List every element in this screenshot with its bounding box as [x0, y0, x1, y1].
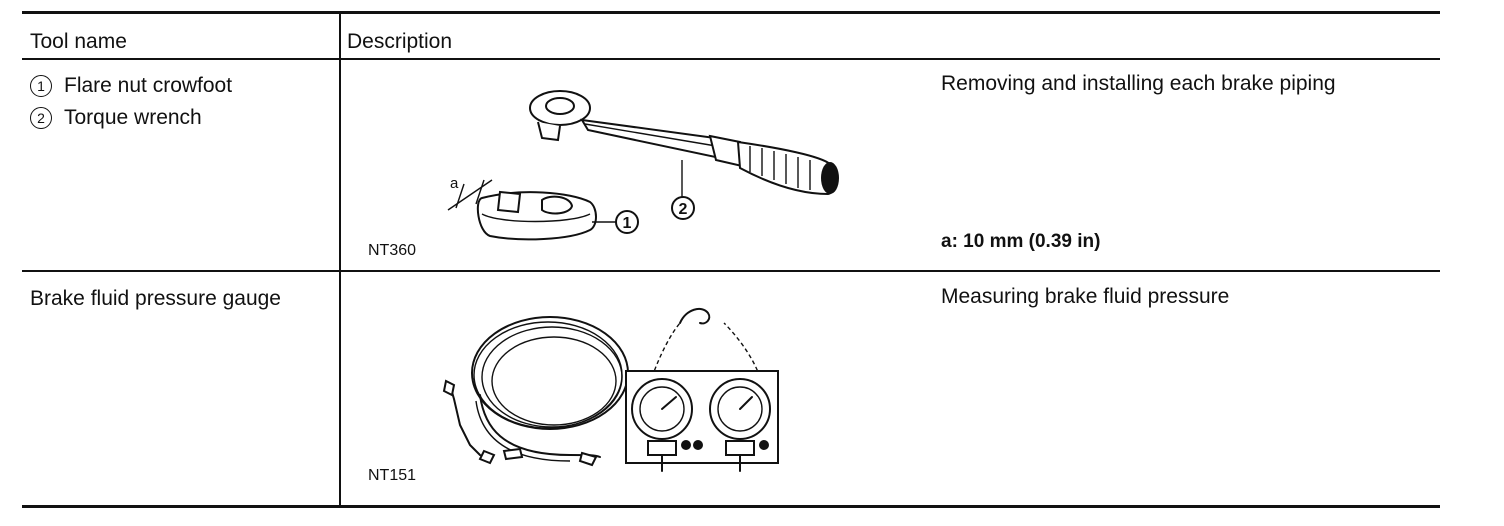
callout-2-circle	[671, 196, 695, 220]
column-divider	[339, 14, 341, 505]
callout-1-label: 1	[623, 215, 632, 232]
wrench-end-cap	[821, 162, 839, 194]
hose-fitting-right	[578, 451, 598, 467]
hanger-hook	[679, 307, 711, 325]
callout-2-label: 2	[679, 201, 688, 218]
torque-wrench-illustration: 2 a 1	[447, 90, 839, 241]
figure-code-nt360: NT360	[368, 242, 417, 259]
header-bottom-rule	[22, 58, 1440, 60]
circled-number-1: 1	[30, 75, 52, 97]
figure-code-nt151: NT151	[368, 467, 417, 484]
hanging-chain	[651, 322, 681, 378]
header-tool-name: Tool name	[30, 30, 127, 53]
row2-tool-name: Brake fluid pressure gauge	[30, 287, 281, 310]
tool-item-1: 1 Flare nut crowfoot	[30, 75, 232, 97]
tool-item-1-label: Flare nut crowfoot	[64, 74, 233, 97]
circled-number-2: 2	[30, 107, 52, 129]
tool-item-2: 2 Torque wrench	[30, 107, 202, 129]
valve-left	[647, 440, 677, 456]
table-bottom-rule	[22, 505, 1440, 508]
table-top-rule	[22, 11, 1440, 14]
header-description: Description	[347, 30, 453, 53]
row1-description: Removing and installing each brake pipin…	[941, 72, 1336, 95]
crowfoot-body	[476, 191, 597, 241]
callout-1-circle	[615, 210, 639, 234]
row1-spec: a: 10 mm (0.39 in)	[941, 231, 1101, 252]
row2-description: Measuring brake fluid pressure	[941, 285, 1230, 308]
row-divider	[22, 270, 1440, 272]
dimension-a-label: a	[450, 175, 459, 192]
crowfoot-square-hole	[541, 195, 574, 215]
hose-fitting-left	[442, 379, 456, 397]
tool-item-2-label: Torque wrench	[64, 106, 202, 129]
wrench-shaft	[580, 118, 722, 160]
wrench-drive-square	[537, 121, 561, 142]
wrench-head	[529, 90, 591, 126]
wrench-grip	[736, 140, 838, 196]
pressure-gauge-illustration	[442, 307, 779, 472]
valve-right	[725, 440, 755, 456]
